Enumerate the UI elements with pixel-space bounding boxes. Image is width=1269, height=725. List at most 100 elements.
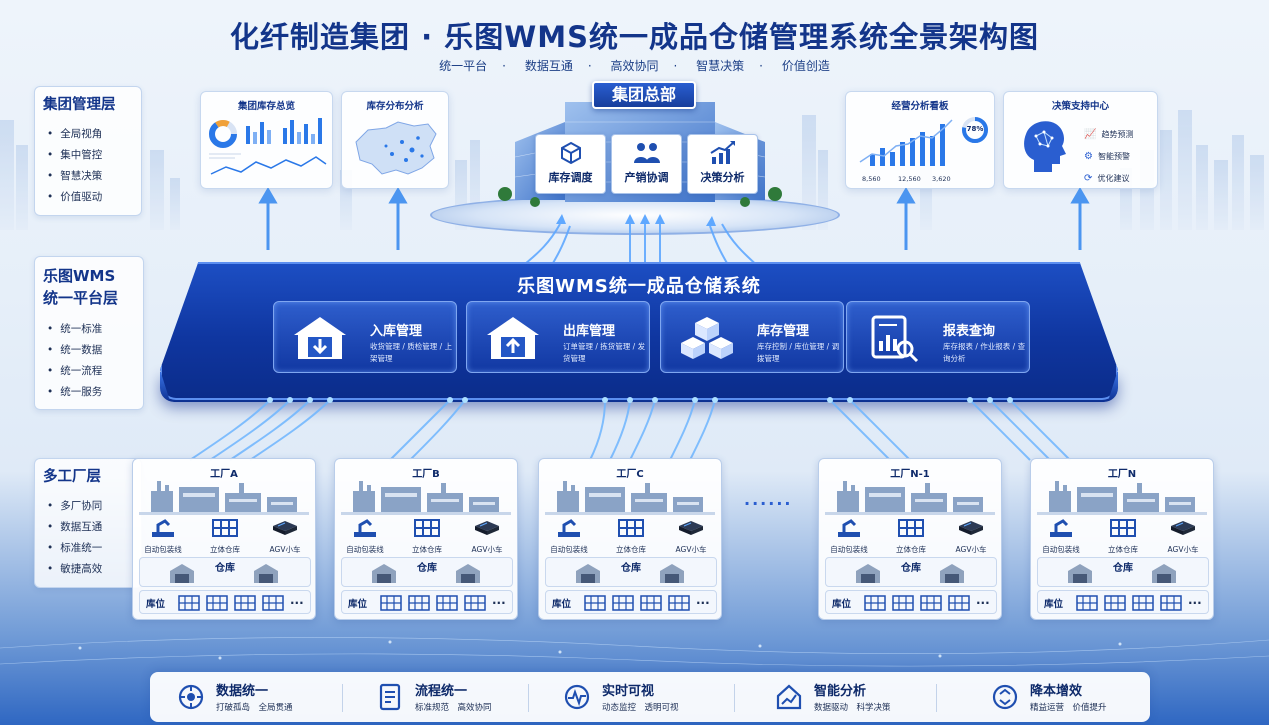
storage-rack-icon: [640, 595, 662, 611]
inventory-distribution-card: 库存分布分析: [341, 91, 449, 189]
storage-rack-icon: [920, 595, 942, 611]
module-title: 库存管理: [757, 324, 810, 339]
upward-data-beams: [519, 214, 761, 269]
layer-wms-platform: 乐图WMS 统一平台层 统一标准 统一数据 统一流程 统一服务: [34, 256, 144, 410]
tag: 价值创造: [781, 59, 830, 73]
gear-alert-icon: ⚙: [1084, 151, 1093, 162]
storage-rack-icon: [668, 595, 690, 611]
module-reports[interactable]: 报表查询 库存报表 / 作业报表 / 查询分析: [846, 301, 1030, 373]
warehouse-row: 仓库: [545, 557, 717, 587]
kpi-value: 8,560: [862, 175, 881, 183]
factory-name: 工厂N: [1107, 469, 1137, 480]
equipment-label: 自动包装线: [1042, 545, 1080, 554]
warehouse-icon: [1068, 564, 1092, 583]
equipment-packing-line: 自动包装线: [135, 518, 191, 555]
value-title: 智能分析: [814, 684, 867, 699]
equipment-agv: AGV小车: [663, 518, 719, 555]
factory-plant-icon: [341, 481, 511, 515]
equipment-label: 立体仓库: [210, 545, 240, 554]
data-unify-icon: [178, 684, 204, 710]
card-title: 决策支持中心: [1051, 101, 1109, 112]
warehouse-icon: [254, 564, 278, 583]
decision-item: ⚙ 智能预警: [1084, 144, 1130, 163]
inbound-warehouse-icon: [294, 317, 346, 359]
storage-slot-row: 库位...: [825, 590, 997, 614]
equipment-label: AGV小车: [269, 545, 301, 554]
storage-rack-icon: [948, 595, 970, 611]
factory-name: 工厂C: [616, 469, 644, 480]
decision-analysis-button[interactable]: 决策分析: [687, 134, 758, 194]
equipment-label: AGV小车: [1167, 545, 1199, 554]
tag: 统一平台: [439, 59, 488, 73]
equipment-label: AGV小车: [675, 545, 707, 554]
racking-icon: [1110, 519, 1136, 537]
robot-arm-icon: [354, 519, 376, 537]
storage-slot-row: 库位...: [1037, 590, 1209, 614]
racking-icon: [212, 519, 238, 537]
factory-name: 工厂B: [412, 469, 440, 480]
module-inbound[interactable]: 入库管理 收货管理 / 质检管理 / 上架管理: [273, 301, 457, 373]
divider: [734, 684, 735, 712]
warehouse-icon: [456, 564, 480, 583]
more-slots: ...: [290, 593, 304, 607]
inventory-dispatch-button[interactable]: 库存调度: [535, 134, 606, 194]
network-globe-background: [0, 637, 1269, 667]
tag: 高效协同: [610, 59, 659, 73]
warehouse-icon: [372, 564, 396, 583]
storage-rack-icon: [234, 595, 256, 611]
layer-item: 统一服务: [43, 382, 135, 403]
equipment-packing-line: 自动包装线: [1033, 518, 1089, 555]
warehouse-label: 仓库: [417, 563, 437, 574]
equipment-agv: AGV小车: [257, 518, 313, 555]
module-outbound[interactable]: 出库管理 订单管理 / 拣货管理 / 发货管理: [466, 301, 650, 373]
slot-label: 库位: [832, 599, 852, 610]
equipment-asrs: 立体仓库: [883, 518, 939, 555]
layer-item: 数据互通: [43, 517, 133, 538]
inventory-overview-card: 集团库存总览: [200, 91, 333, 189]
warehouse-icon: [856, 564, 880, 583]
realtime-monitor-icon: [564, 684, 590, 710]
module-title: 出库管理: [563, 324, 616, 339]
layer-title: 多工厂层: [43, 469, 101, 485]
more-slots: ...: [976, 593, 990, 607]
warehouse-icon: [660, 564, 684, 583]
equipment-asrs: 立体仓库: [603, 518, 659, 555]
module-desc: 收货管理 / 质检管理 / 上架管理: [370, 342, 453, 363]
upward-arrows: [258, 188, 1090, 250]
warehouse-label: 仓库: [1113, 563, 1133, 574]
warehouse-label: 仓库: [215, 563, 235, 574]
equipment-label: 立体仓库: [412, 545, 442, 554]
storage-rack-icon: [206, 595, 228, 611]
module-desc: 库存报表 / 作业报表 / 查询分析: [943, 342, 1026, 363]
warehouse-icon: [1152, 564, 1176, 583]
mini-dashboard-chart-icon: [209, 118, 327, 175]
equipment-label: AGV小车: [471, 545, 503, 554]
factory-plant-icon: [139, 481, 309, 515]
equipment-agv: AGV小车: [459, 518, 515, 555]
value-title: 降本增效: [1030, 684, 1083, 699]
slot-label: 库位: [1044, 599, 1064, 610]
module-inventory[interactable]: 库存管理 库存控制 / 库位管理 / 调拨管理: [660, 301, 844, 373]
storage-rack-icon: [408, 595, 430, 611]
operations-board-card: 经营分析看板 78% 8,560 12,560 3,620: [845, 91, 995, 189]
warehouse-label: 仓库: [901, 563, 921, 574]
smart-analysis-icon: [776, 684, 802, 710]
more-slots: ...: [1188, 593, 1202, 607]
slot-label: 库位: [552, 599, 572, 610]
robot-arm-icon: [152, 519, 174, 537]
value-desc: 标准规范 高效协同: [415, 703, 492, 713]
production-sales-button[interactable]: 产销协调: [611, 134, 682, 194]
more-slots: ...: [492, 593, 506, 607]
tag: 智慧决策: [696, 59, 745, 73]
warehouse-row: 仓库: [825, 557, 997, 587]
layer-item: 统一流程: [43, 361, 135, 382]
robot-arm-icon: [558, 519, 580, 537]
storage-rack-icon: [464, 595, 486, 611]
storage-slot-row: 库位...: [341, 590, 513, 614]
storage-rack-icon: [864, 595, 886, 611]
